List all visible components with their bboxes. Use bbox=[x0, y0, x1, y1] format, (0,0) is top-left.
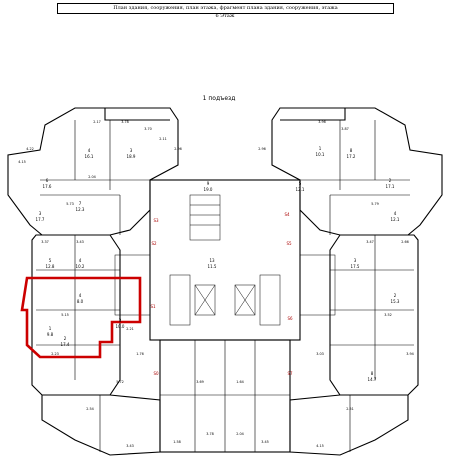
floor-label: 6 Этаж bbox=[215, 13, 235, 19]
room-number: 3 bbox=[130, 148, 133, 153]
dimension-label: 3.94 bbox=[406, 352, 414, 356]
zone-label: S0 bbox=[153, 371, 159, 376]
dimension-label: 3.96 bbox=[318, 120, 326, 124]
dimension-label: 3.52 bbox=[384, 313, 392, 317]
dimension-label: 5.73 bbox=[66, 202, 74, 206]
room-area: 9.8 bbox=[47, 332, 54, 337]
room-area: 8.0 bbox=[77, 299, 84, 304]
interior-walls bbox=[36, 120, 414, 452]
room-number: 4 bbox=[79, 293, 82, 298]
room-area: 19.0 bbox=[204, 187, 213, 192]
room-number: 7 bbox=[79, 201, 82, 206]
dimension-label: 3.78 bbox=[121, 120, 129, 124]
plan-title: План здания, сооружения, план этажа, фра… bbox=[113, 5, 338, 11]
room-number: 6 bbox=[46, 178, 49, 183]
room-number: 8 bbox=[371, 371, 374, 376]
dimension-label: 2.11 bbox=[159, 137, 167, 141]
dimension-label: 3.70 bbox=[144, 127, 152, 131]
dimension-label: 2.04 bbox=[236, 432, 244, 436]
dimension-label: 2.66 bbox=[401, 240, 409, 244]
dimension-label: 2.17 bbox=[93, 120, 101, 124]
room-area: 15.3 bbox=[391, 299, 400, 304]
zone-label: S5 bbox=[286, 241, 292, 246]
dimension-label: 5.15 bbox=[61, 313, 69, 317]
room-area: 18.9 bbox=[127, 154, 136, 159]
zone-label: S4 bbox=[284, 212, 290, 217]
room-number: 5 bbox=[299, 181, 302, 186]
room-number: 4 bbox=[88, 148, 91, 153]
zone-label: S3 bbox=[153, 218, 159, 223]
room-number: 2 bbox=[394, 293, 397, 298]
room-labels: 416.1318.9617.6919.0317.7712.3410.2512.8… bbox=[36, 146, 400, 382]
room-number: 3 bbox=[354, 258, 357, 263]
room-number: 2 bbox=[64, 336, 67, 341]
room-number: 1 bbox=[319, 146, 322, 151]
dimension-label: 3.78 bbox=[206, 432, 214, 436]
dimension-label: 4.22 bbox=[26, 147, 34, 151]
room-area: 10.0 bbox=[116, 324, 125, 329]
room-area: 17.5 bbox=[351, 264, 360, 269]
room-number: 2 bbox=[389, 178, 392, 183]
dimension-label: 3.37 bbox=[41, 240, 49, 244]
room-number: 9 bbox=[207, 181, 210, 186]
room-number: 3 bbox=[39, 211, 42, 216]
room-area: 12.3 bbox=[76, 207, 85, 212]
room-area: 17.1 bbox=[386, 184, 395, 189]
header-box: План здания, сооружения, план этажа, фра… bbox=[57, 3, 394, 14]
highlighted-apartment bbox=[20, 276, 142, 359]
room-area: 17.2 bbox=[347, 154, 356, 159]
dimension-label: 3.43 bbox=[126, 444, 134, 448]
room-number: 5 bbox=[49, 258, 52, 263]
dimension-label: 3.45 bbox=[261, 440, 269, 444]
dimension-label: 1.76 bbox=[136, 352, 144, 356]
dimension-label: 2.96 bbox=[174, 147, 182, 151]
room-area: 17.6 bbox=[43, 184, 52, 189]
zone-label: S1 bbox=[150, 304, 156, 309]
zone-label: S7 bbox=[287, 371, 293, 376]
room-number: 4 bbox=[79, 258, 82, 263]
dimension-label: 3.03 bbox=[316, 352, 324, 356]
dimension-label: 4.15 bbox=[18, 160, 26, 164]
room-area: 12.1 bbox=[391, 217, 400, 222]
dimension-label: 2.54 bbox=[86, 407, 94, 411]
dimension-label: 2.96 bbox=[258, 147, 266, 151]
zone-label: S2 bbox=[151, 241, 157, 246]
room-area: 12.8 bbox=[46, 264, 55, 269]
room-area: 11.5 bbox=[208, 264, 217, 269]
dimension-label: 3.87 bbox=[341, 127, 349, 131]
room-area: 10.1 bbox=[316, 152, 325, 157]
dimension-labels: 2.17 3.78 3.70 2.11 2.96 2.96 3.96 3.87 2.04 4.22… bbox=[18, 120, 414, 448]
room-number: 13 bbox=[209, 258, 215, 263]
room-area: 12.1 bbox=[296, 187, 305, 192]
dimension-label: 3.43 bbox=[76, 240, 84, 244]
dimension-label: 1.64 bbox=[236, 380, 244, 384]
zone-label: S6 bbox=[287, 316, 293, 321]
dimension-label: 2.51 bbox=[346, 407, 354, 411]
room-number: 4 bbox=[394, 211, 397, 216]
entrance-label: 1 подъезд bbox=[203, 95, 236, 102]
room-area: 17.7 bbox=[36, 217, 45, 222]
room-number: 8 bbox=[350, 148, 353, 153]
room-area: 16.1 bbox=[85, 154, 94, 159]
dimension-label: 4.15 bbox=[316, 444, 324, 448]
core-elements bbox=[114, 194, 336, 326]
room-number: 1 bbox=[49, 326, 52, 331]
room-area: 10.2 bbox=[76, 264, 85, 269]
room-area: 14.7 bbox=[368, 377, 377, 382]
room-area: 17.4 bbox=[61, 342, 70, 347]
dimension-label: 3.47 bbox=[366, 240, 374, 244]
dimension-label: 1.58 bbox=[173, 440, 181, 444]
room-number: 3 bbox=[119, 318, 122, 323]
dimension-label: 5.79 bbox=[371, 202, 379, 206]
dimension-label: 3.69 bbox=[196, 380, 204, 384]
dimension-label: 5.72 bbox=[116, 380, 124, 384]
dimension-label: 2.21 bbox=[126, 327, 134, 331]
dimension-label: 2.23 bbox=[51, 352, 59, 356]
dimension-label: 2.04 bbox=[88, 175, 96, 179]
